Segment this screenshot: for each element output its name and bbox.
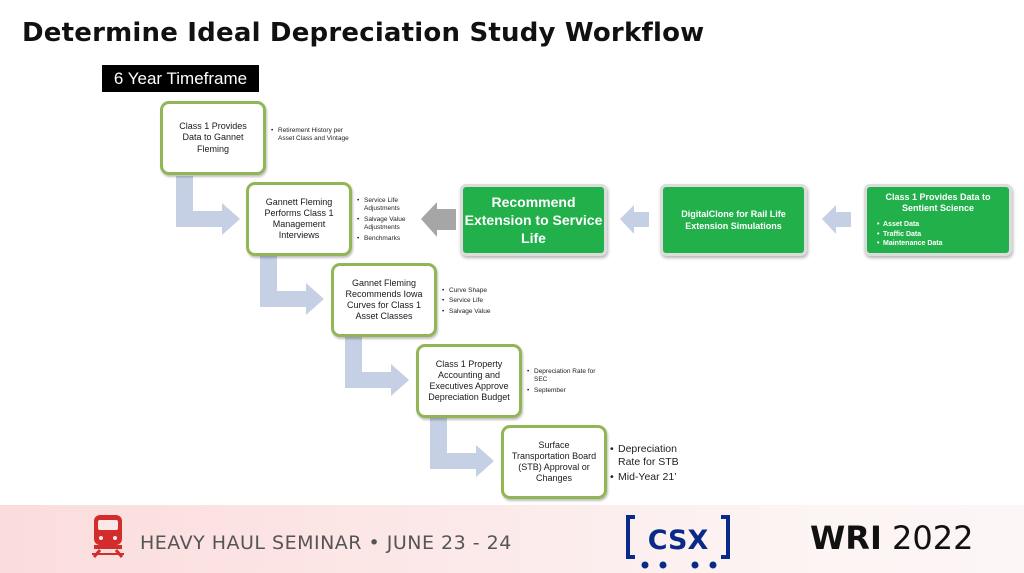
- csx-logo-text: CSX: [648, 525, 709, 556]
- step-label-5: Surface Transportation Board (STB) Appro…: [511, 439, 597, 484]
- step-label-1: Class 1 Provides Data to Gannet Fleming: [179, 121, 247, 154]
- green-label-3: Class 1 Provides Data to Sentient Scienc…: [885, 191, 991, 213]
- step-box-4: Class 1 Property Accounting and Executiv…: [416, 344, 522, 418]
- bullet-item: Salvage Value Adjustments: [357, 216, 428, 233]
- green-label-2: DigitalClone for Rail Life Extension Sim…: [681, 208, 786, 231]
- wri-logo-year: 2022: [881, 519, 974, 557]
- wri-logo-bold: WRI: [810, 519, 882, 557]
- connector-arrows: [176, 176, 851, 477]
- step-label-4: Class 1 Property Accounting and Executiv…: [428, 358, 510, 403]
- left-arrow-2: [620, 205, 649, 234]
- elbow-arrow-3: [345, 337, 409, 396]
- bullet-item: Benchmarks: [357, 235, 428, 244]
- bullet-item: Depreciation Rate for STB: [610, 443, 696, 469]
- elbow-arrow-1: [176, 176, 240, 235]
- wri-logo: WRI 2022: [810, 519, 973, 557]
- bullet-item: Traffic Data: [877, 230, 943, 240]
- bullet-item: Maintenance Data: [877, 239, 942, 249]
- bullet-item: Retirement History per Asset Class and V…: [271, 127, 350, 144]
- step-label-3: Gannet Fleming Recommends Iowa Curves fo…: [345, 277, 423, 322]
- green-label-1: Recommend Extension to Service Life: [464, 193, 603, 247]
- step-box-1: Class 1 Provides Data to Gannet Fleming: [160, 101, 266, 175]
- step-label-2: Gannett Fleming Performs Class 1 Managem…: [264, 196, 334, 241]
- green-box-sentient: Class 1 Provides Data to Sentient Scienc…: [864, 184, 1012, 256]
- green-box-digitalclone: DigitalClone for Rail Life Extension Sim…: [660, 184, 807, 256]
- left-arrow-3: [822, 205, 851, 234]
- step-box-2: Gannett Fleming Performs Class 1 Managem…: [246, 182, 352, 256]
- bullet-item: Depreciation Rate for SEC: [527, 368, 604, 385]
- step-bullets-5: Depreciation Rate for STB Mid-Year 21’: [610, 443, 696, 486]
- bullet-item: Curve Shape: [442, 287, 519, 296]
- train-icon: [92, 515, 124, 558]
- footer-banner: HEAVY HAUL SEMINAR • JUNE 23 - 24 CSX WR…: [0, 505, 1024, 573]
- bullet-item: Service Life: [442, 297, 519, 306]
- bullet-item: Mid-Year 21’: [610, 471, 696, 484]
- bullet-item: Service Life Adjustments: [357, 197, 428, 214]
- step-bullets-3: Curve Shape Service Life Salvage Value: [441, 287, 519, 318]
- bullet-item: Salvage Value: [442, 308, 519, 317]
- elbow-arrow-2: [260, 256, 324, 315]
- elbow-arrow-4: [430, 418, 494, 477]
- csx-logo: CSX: [626, 515, 730, 569]
- page-title: Determine Ideal Depreciation Study Workf…: [22, 18, 705, 48]
- left-arrow-1: [421, 202, 456, 237]
- bullet-item: September: [527, 387, 604, 396]
- seminar-text: HEAVY HAUL SEMINAR • JUNE 23 - 24: [140, 532, 512, 554]
- step-bullets-4: Depreciation Rate for SEC September: [526, 368, 604, 397]
- step-box-3: Gannet Fleming Recommends Iowa Curves fo…: [331, 263, 437, 337]
- bullet-item: Asset Data: [877, 220, 943, 230]
- step-bullets-1: Retirement History per Asset Class and V…: [270, 127, 350, 146]
- green-bullets-3: Asset Data Traffic Data Maintenance Data: [877, 220, 943, 249]
- step-bullets-2: Service Life Adjustments Salvage Value A…: [356, 197, 428, 245]
- green-box-recommend: Recommend Extension to Service Life: [460, 184, 607, 256]
- timeframe-label: 6 Year Timeframe: [102, 65, 259, 92]
- step-box-5: Surface Transportation Board (STB) Appro…: [501, 425, 607, 499]
